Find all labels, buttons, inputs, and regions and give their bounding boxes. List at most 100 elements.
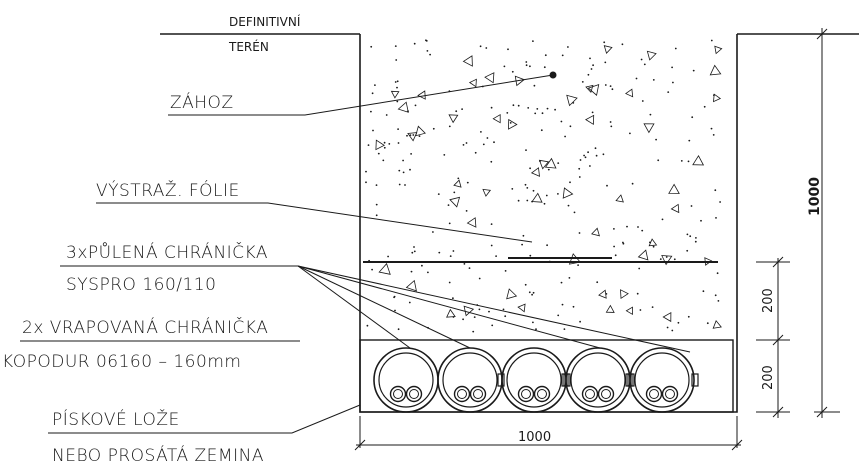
stipple-dot <box>455 110 458 113</box>
conduit-pipe <box>373 347 439 413</box>
stipple-triangle <box>482 188 492 197</box>
stipple-triangle <box>585 84 594 93</box>
stipple-dot <box>543 202 546 205</box>
stipple-dot <box>686 249 689 252</box>
sand-bed-box <box>359 339 734 413</box>
stipple-dot <box>716 272 719 275</box>
stipple-dot <box>715 217 717 219</box>
stipple-dot <box>543 66 546 69</box>
stipple-dot <box>643 63 646 66</box>
stipple-dot <box>493 141 495 144</box>
label-terrain-line1: DEFINITIVNÍ <box>229 14 301 29</box>
stipple-dot <box>659 258 662 260</box>
stipple-dot <box>546 107 549 110</box>
stipple-dot <box>418 135 421 138</box>
stipple-dot <box>639 309 642 311</box>
stipple-dot <box>568 277 571 279</box>
small-conduit-inner <box>649 389 659 399</box>
stipple-dot <box>525 149 527 152</box>
stipple-triangle <box>378 262 391 275</box>
pipe-outer-ring <box>373 347 439 413</box>
stipple-dot <box>466 181 469 184</box>
stipple-dot <box>462 318 464 321</box>
stipple-dot <box>690 205 693 207</box>
stipple-dot <box>370 110 372 113</box>
stipple-dot <box>371 268 373 271</box>
small-conduit-inner <box>521 389 531 399</box>
stipple-dot <box>529 65 531 68</box>
stipple-dot <box>448 281 451 284</box>
pipe-outer-ring <box>501 347 567 413</box>
stipple-dot <box>382 159 385 162</box>
stipple-triangle <box>530 167 540 177</box>
stipple-triangle <box>449 196 461 208</box>
stipple-dot <box>611 88 614 91</box>
stipple-dot <box>465 210 468 212</box>
stipple-dot <box>522 234 525 237</box>
stipple-dot <box>640 58 643 61</box>
stipple-dot <box>490 160 493 163</box>
stipple-dot <box>532 321 534 324</box>
stipple-dot <box>651 306 654 308</box>
conduit-pipe <box>497 347 571 413</box>
pipe-outer-ring <box>629 347 695 413</box>
stipple-dot <box>652 79 655 81</box>
stipple-dot <box>393 296 395 299</box>
stipple-dot <box>666 326 669 329</box>
stipple-dot <box>631 182 634 185</box>
stipple-dot <box>671 66 673 69</box>
pipe-inner-ring <box>634 352 690 408</box>
stipple-dot <box>540 129 543 132</box>
stipple-dot <box>581 81 584 83</box>
stipple-triangle <box>603 45 613 54</box>
stipple-triangle <box>397 101 409 113</box>
leader-warning-foil <box>96 202 533 243</box>
stipple-dot <box>524 183 527 186</box>
stipple-dot <box>536 108 539 110</box>
stipple-dot <box>560 120 563 123</box>
stipple-triangle <box>566 94 578 107</box>
stipple-dot <box>609 121 612 123</box>
stipple-triangle <box>448 114 459 124</box>
stipple-dot <box>479 45 482 48</box>
stipple-dot <box>512 104 515 107</box>
stipple-dot <box>665 256 668 258</box>
stipple-dot <box>385 114 388 116</box>
stipple-dot <box>687 160 690 163</box>
small-conduit-inner <box>601 389 611 399</box>
small-conduit-outer <box>581 385 599 403</box>
stipple-dot <box>532 189 535 192</box>
stipple-dot <box>486 137 489 139</box>
stipple-dot <box>579 320 581 323</box>
stipple-dot <box>526 187 529 189</box>
stipple-dot <box>485 47 488 49</box>
stipple-triangle <box>692 155 705 166</box>
stipple-dot <box>541 112 544 115</box>
stipple-dot <box>710 127 713 130</box>
stipple-dot <box>547 168 550 171</box>
stipple-triangle <box>670 203 680 214</box>
stipple-dot <box>504 270 507 272</box>
dimension-width-label: 1000 <box>518 430 551 445</box>
stipple-dot <box>452 250 455 252</box>
conduit-pipes <box>373 347 699 413</box>
stipple-dot <box>636 292 639 295</box>
stipple-triangle <box>492 114 501 124</box>
stipple-dot <box>706 322 709 325</box>
stipple-dot <box>491 324 494 327</box>
stipple-triangle <box>463 305 475 317</box>
stipple-dot <box>490 244 493 247</box>
stipple-dot <box>375 184 378 187</box>
pipe-clamp <box>497 373 505 387</box>
stipple-dot <box>425 40 428 42</box>
stipple-dot <box>714 294 717 297</box>
stipple-dot <box>414 104 417 107</box>
leader-conduit-3 <box>297 265 601 349</box>
stipple-dot <box>396 80 399 83</box>
stipple-dot <box>410 153 412 155</box>
stipple-dot <box>388 143 391 145</box>
stipple-dot <box>641 100 644 102</box>
stipple-dot <box>402 171 405 174</box>
stipple-dot <box>573 211 576 214</box>
stipple-dot <box>448 222 451 225</box>
